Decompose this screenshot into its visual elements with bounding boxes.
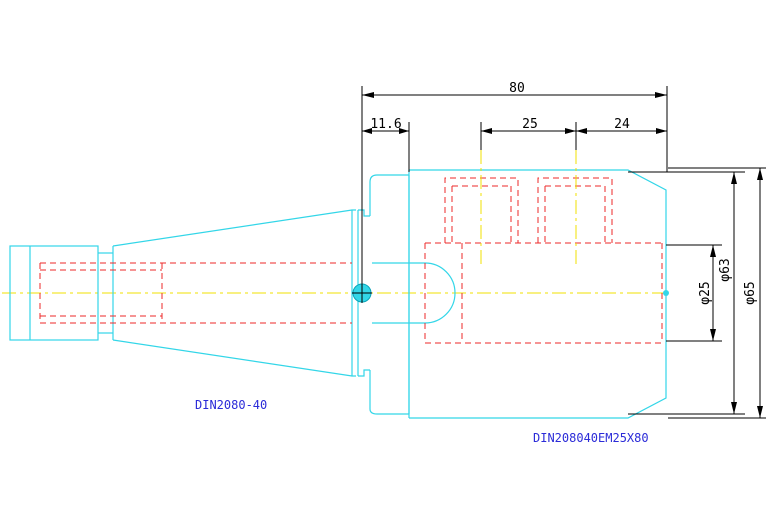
dimension-phi25-text: φ25 (698, 281, 713, 304)
dimension-hole-spacing: 25 24 (480, 117, 667, 150)
dimension-11-6-text: 11.6 (370, 117, 401, 132)
taper-part-label: DIN2080-40 (195, 398, 267, 412)
inner-stud-outline (372, 262, 456, 324)
dimension-phi65: φ65 (668, 167, 766, 419)
dimension-11-6: 11.6 (362, 117, 410, 172)
dimension-phi25: φ25 (666, 244, 722, 342)
dimension-phi65-text: φ65 (743, 281, 758, 304)
dimension-24-text: 24 (614, 117, 630, 132)
dimension-phi63-text: φ63 (718, 258, 733, 281)
holder-cavity-hidden (424, 177, 663, 344)
shank-bore-hidden (39, 262, 352, 324)
dimension-phi63: φ63 (628, 171, 745, 415)
dimension-25-text: 25 (522, 117, 538, 132)
dimension-80-text: 80 (509, 81, 525, 96)
end-point-marker (663, 290, 669, 296)
dimension-80: 80 (361, 81, 668, 290)
holder-part-label: DIN208040EM25X80 (533, 431, 649, 445)
